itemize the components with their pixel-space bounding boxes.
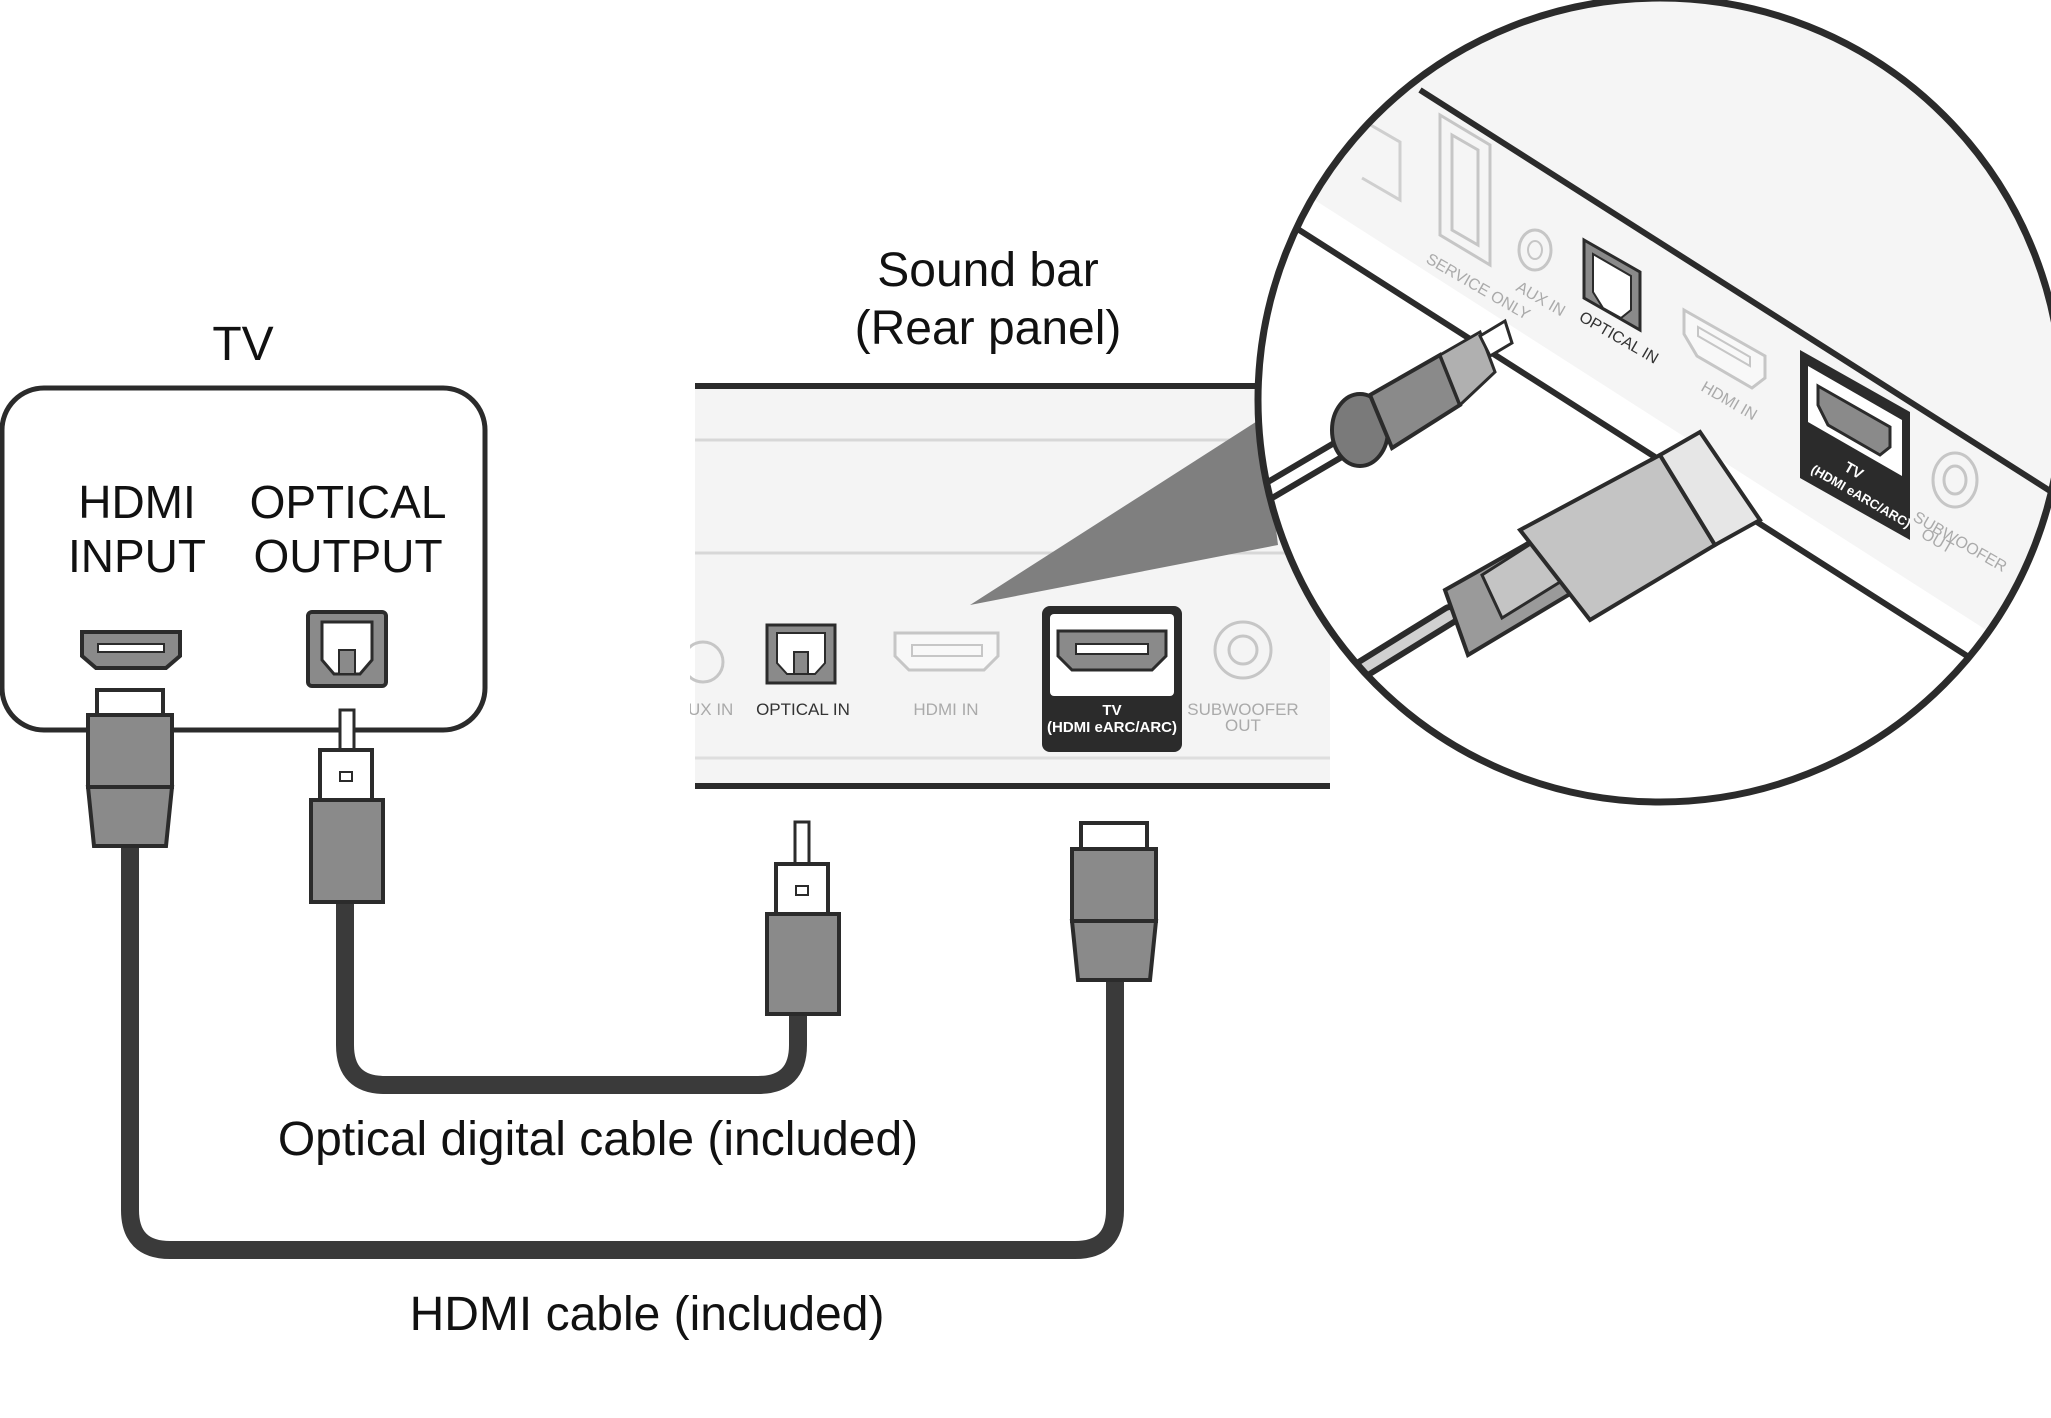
- hdmi-plug-soundbar-icon: [1069, 821, 1159, 982]
- mag-optical-in-port-icon: [1582, 237, 1642, 333]
- mag-service-only-port-icon: [1438, 112, 1492, 268]
- tv-hdmi-input-label-2: INPUT: [68, 530, 206, 582]
- tv-hdmi-input-label-1: HDMI: [78, 476, 196, 528]
- rear-tv-label-2: (HDMI eARC/ARC): [1047, 719, 1177, 736]
- rear-tv-hdmi-earc-port-icon: [1042, 606, 1182, 752]
- rear-hdmi-in-port-icon: [893, 631, 1000, 672]
- rear-tv-label-1: TV: [1102, 702, 1121, 719]
- hdmi-cable-label: HDMI cable (included): [410, 1288, 885, 1341]
- magnified-view: SERVICE ONLY AUX IN OPTICAL IN HDMI IN T…: [1254, 0, 2051, 806]
- optical-cable-label: Optical digital cable (included): [278, 1113, 918, 1166]
- optical-plug-tv-icon: [309, 708, 385, 904]
- tv-label: TV: [212, 318, 273, 371]
- rear-subwoofer-port-icon: [1213, 620, 1273, 680]
- tv-optical-output-label-2: OUTPUT: [253, 530, 442, 582]
- mag-aux-in-port-icon: [1517, 228, 1553, 272]
- rear-subwoofer-label-2: OUT: [1225, 716, 1261, 735]
- rear-hdmi-in-label: HDMI IN: [913, 700, 978, 719]
- hdmi-plug-tv-icon: [85, 688, 175, 848]
- soundbar-label-1: Sound bar: [877, 244, 1099, 297]
- tv-optical-port-icon: [306, 610, 388, 688]
- hdmi-cable-line: [121, 840, 1124, 1259]
- rear-optical-in-port-icon: [765, 623, 837, 685]
- optical-cable-line: [336, 895, 807, 1094]
- optical-plug-soundbar-icon: [765, 820, 841, 1016]
- rear-aux-in-label: AUX IN: [677, 700, 734, 719]
- rear-optical-in-label: OPTICAL IN: [756, 700, 850, 719]
- soundbar-label-2: (Rear panel): [855, 302, 1122, 355]
- mag-subwoofer-port-icon: [1931, 451, 1979, 509]
- tv-optical-output-label-1: OPTICAL: [250, 476, 447, 528]
- mag-hdmi-in-port-icon: [1682, 307, 1767, 390]
- zoom-wedge: [970, 418, 1278, 605]
- mag-tv-hdmi-earc-port-icon: [1800, 350, 1910, 540]
- rear-subwoofer-label-1: SUBWOOFER: [1187, 700, 1298, 719]
- tv-hdmi-port-icon: [80, 630, 182, 670]
- mag-optical-plug-icon: [1259, 318, 1514, 501]
